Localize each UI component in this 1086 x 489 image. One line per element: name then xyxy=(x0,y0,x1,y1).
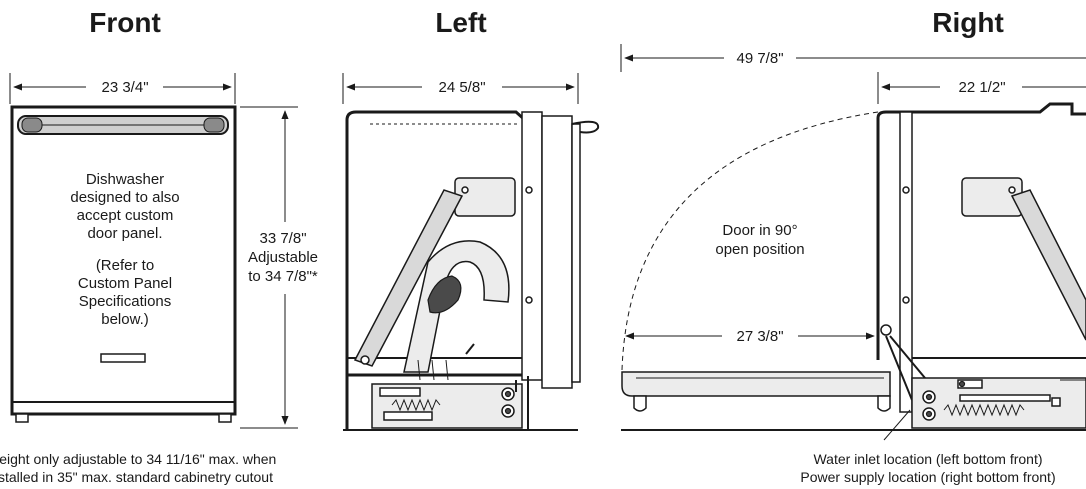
front-width-label: 23 3/4" xyxy=(101,79,148,96)
left-door-frame xyxy=(521,111,543,381)
front-slot xyxy=(100,353,146,363)
front-refer-text-2: Custom Panel xyxy=(78,275,172,292)
left-width-label: 24 5/8" xyxy=(438,79,485,96)
right-note-water-inlet: Water inlet location (left bottom front) xyxy=(813,451,1042,467)
front-panel-text-4: door panel. xyxy=(87,225,162,242)
right-door-swing-arc xyxy=(621,111,879,371)
right-door-label-1: Door in 90° xyxy=(722,222,797,239)
left-side-view: 24 5/8" xyxy=(342,73,600,431)
front-height-label-1: 33 7/8" xyxy=(259,230,306,247)
front-panel-text-1: Dishwasher xyxy=(86,171,164,188)
front-footnote-1: *Height only adjustable to 34 11/16" max… xyxy=(0,451,276,467)
left-view-title: Left xyxy=(435,7,486,38)
front-refer-text-1: (Refer to xyxy=(96,257,154,274)
front-panel-text-3: accept custom xyxy=(77,207,174,224)
right-note-power-supply: Power supply location (right bottom fron… xyxy=(800,469,1055,485)
front-footnote-2: installed in 35" max. standard cabinetry… xyxy=(0,469,273,485)
right-view-title: Right xyxy=(932,7,1004,38)
right-side-view: 49 7/8" 22 1/2" Door in 90° open positio… xyxy=(620,44,1086,485)
right-total-depth-label: 49 7/8" xyxy=(736,50,783,67)
right-door-depth-label: 27 3/8" xyxy=(736,328,783,345)
right-cabinet-depth-label: 22 1/2" xyxy=(958,79,1005,96)
front-height-label-2: Adjustable xyxy=(248,249,318,266)
front-door-panel xyxy=(10,105,237,416)
left-pump-hose xyxy=(403,240,510,373)
front-view: 23 3/4" Dishwasher designed to also acce… xyxy=(0,73,318,485)
right-open-door xyxy=(621,371,891,397)
front-refer-text-4: below.) xyxy=(101,311,149,328)
front-view-title: Front xyxy=(89,7,161,38)
front-height-label-3: to 34 7/8"* xyxy=(248,268,318,285)
front-panel-text-2: designed to also xyxy=(70,189,179,206)
right-tub-outline xyxy=(876,102,1086,360)
right-hinge-arm xyxy=(1010,189,1086,341)
left-tub-outline xyxy=(345,110,527,430)
front-refer-text-3: Specifications xyxy=(79,293,172,310)
right-door-label-2: open position xyxy=(715,241,804,258)
